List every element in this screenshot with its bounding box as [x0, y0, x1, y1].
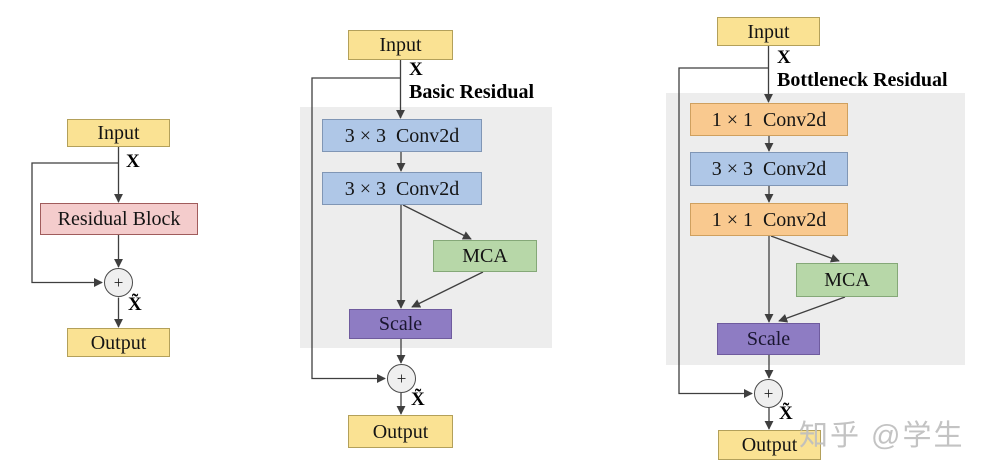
bottleneck-sum-node: +: [754, 379, 783, 408]
zhihu-watermark: 知乎 @学生: [799, 420, 965, 452]
plain-x-tilde-label: X̃: [128, 294, 142, 315]
wire-basic-skip: [311, 77, 401, 383]
plain-residual-block-box: Residual Block: [40, 203, 198, 235]
bottleneck-residual-title: Bottleneck Residual: [777, 69, 948, 91]
bottleneck-x-tilde-label: X̃: [779, 403, 793, 424]
bottleneck-conv3-box: 1 × 1 Conv2d: [690, 203, 848, 236]
basic-x-tilde-label: X̃: [411, 389, 425, 410]
basic-conv2-box: 3 × 3 Conv2d: [322, 172, 482, 205]
bottleneck-conv1-box: 1 × 1 Conv2d: [690, 103, 848, 136]
basic-mca-box: MCA: [433, 240, 537, 272]
basic-x-label: X: [409, 59, 423, 80]
bottleneck-x-label: X: [777, 47, 791, 68]
wire-bottleneck-mca-to-scale: [778, 296, 846, 323]
plain-sum-node: +: [104, 268, 133, 297]
bottleneck-conv2-box: 3 × 3 Conv2d: [690, 152, 848, 186]
bottleneck-output-box: Output: [718, 430, 821, 460]
bottleneck-mca-box: MCA: [796, 263, 898, 297]
plain-input-box: Input: [67, 119, 170, 147]
basic-residual-title: Basic Residual: [409, 81, 535, 103]
wire-plain-skip: [31, 162, 119, 287]
basic-input-box: Input: [348, 30, 453, 60]
bottleneck-scale-box: Scale: [717, 323, 820, 355]
wire-basic-mca-to-scale: [411, 271, 484, 308]
basic-output-box: Output: [348, 415, 453, 448]
basic-sum-node: +: [387, 364, 416, 393]
bottleneck-input-box: Input: [717, 17, 820, 46]
wire-bottleneck-skip: [678, 67, 769, 398]
basic-scale-box: Scale: [349, 309, 452, 339]
plain-output-box: Output: [67, 328, 170, 357]
wire-bottleneck-conv3-to-mca: [770, 235, 840, 263]
wire-basic-conv2-to-mca: [402, 204, 472, 240]
basic-conv1-box: 3 × 3 Conv2d: [322, 119, 482, 152]
plain-x-label: X: [126, 151, 140, 172]
